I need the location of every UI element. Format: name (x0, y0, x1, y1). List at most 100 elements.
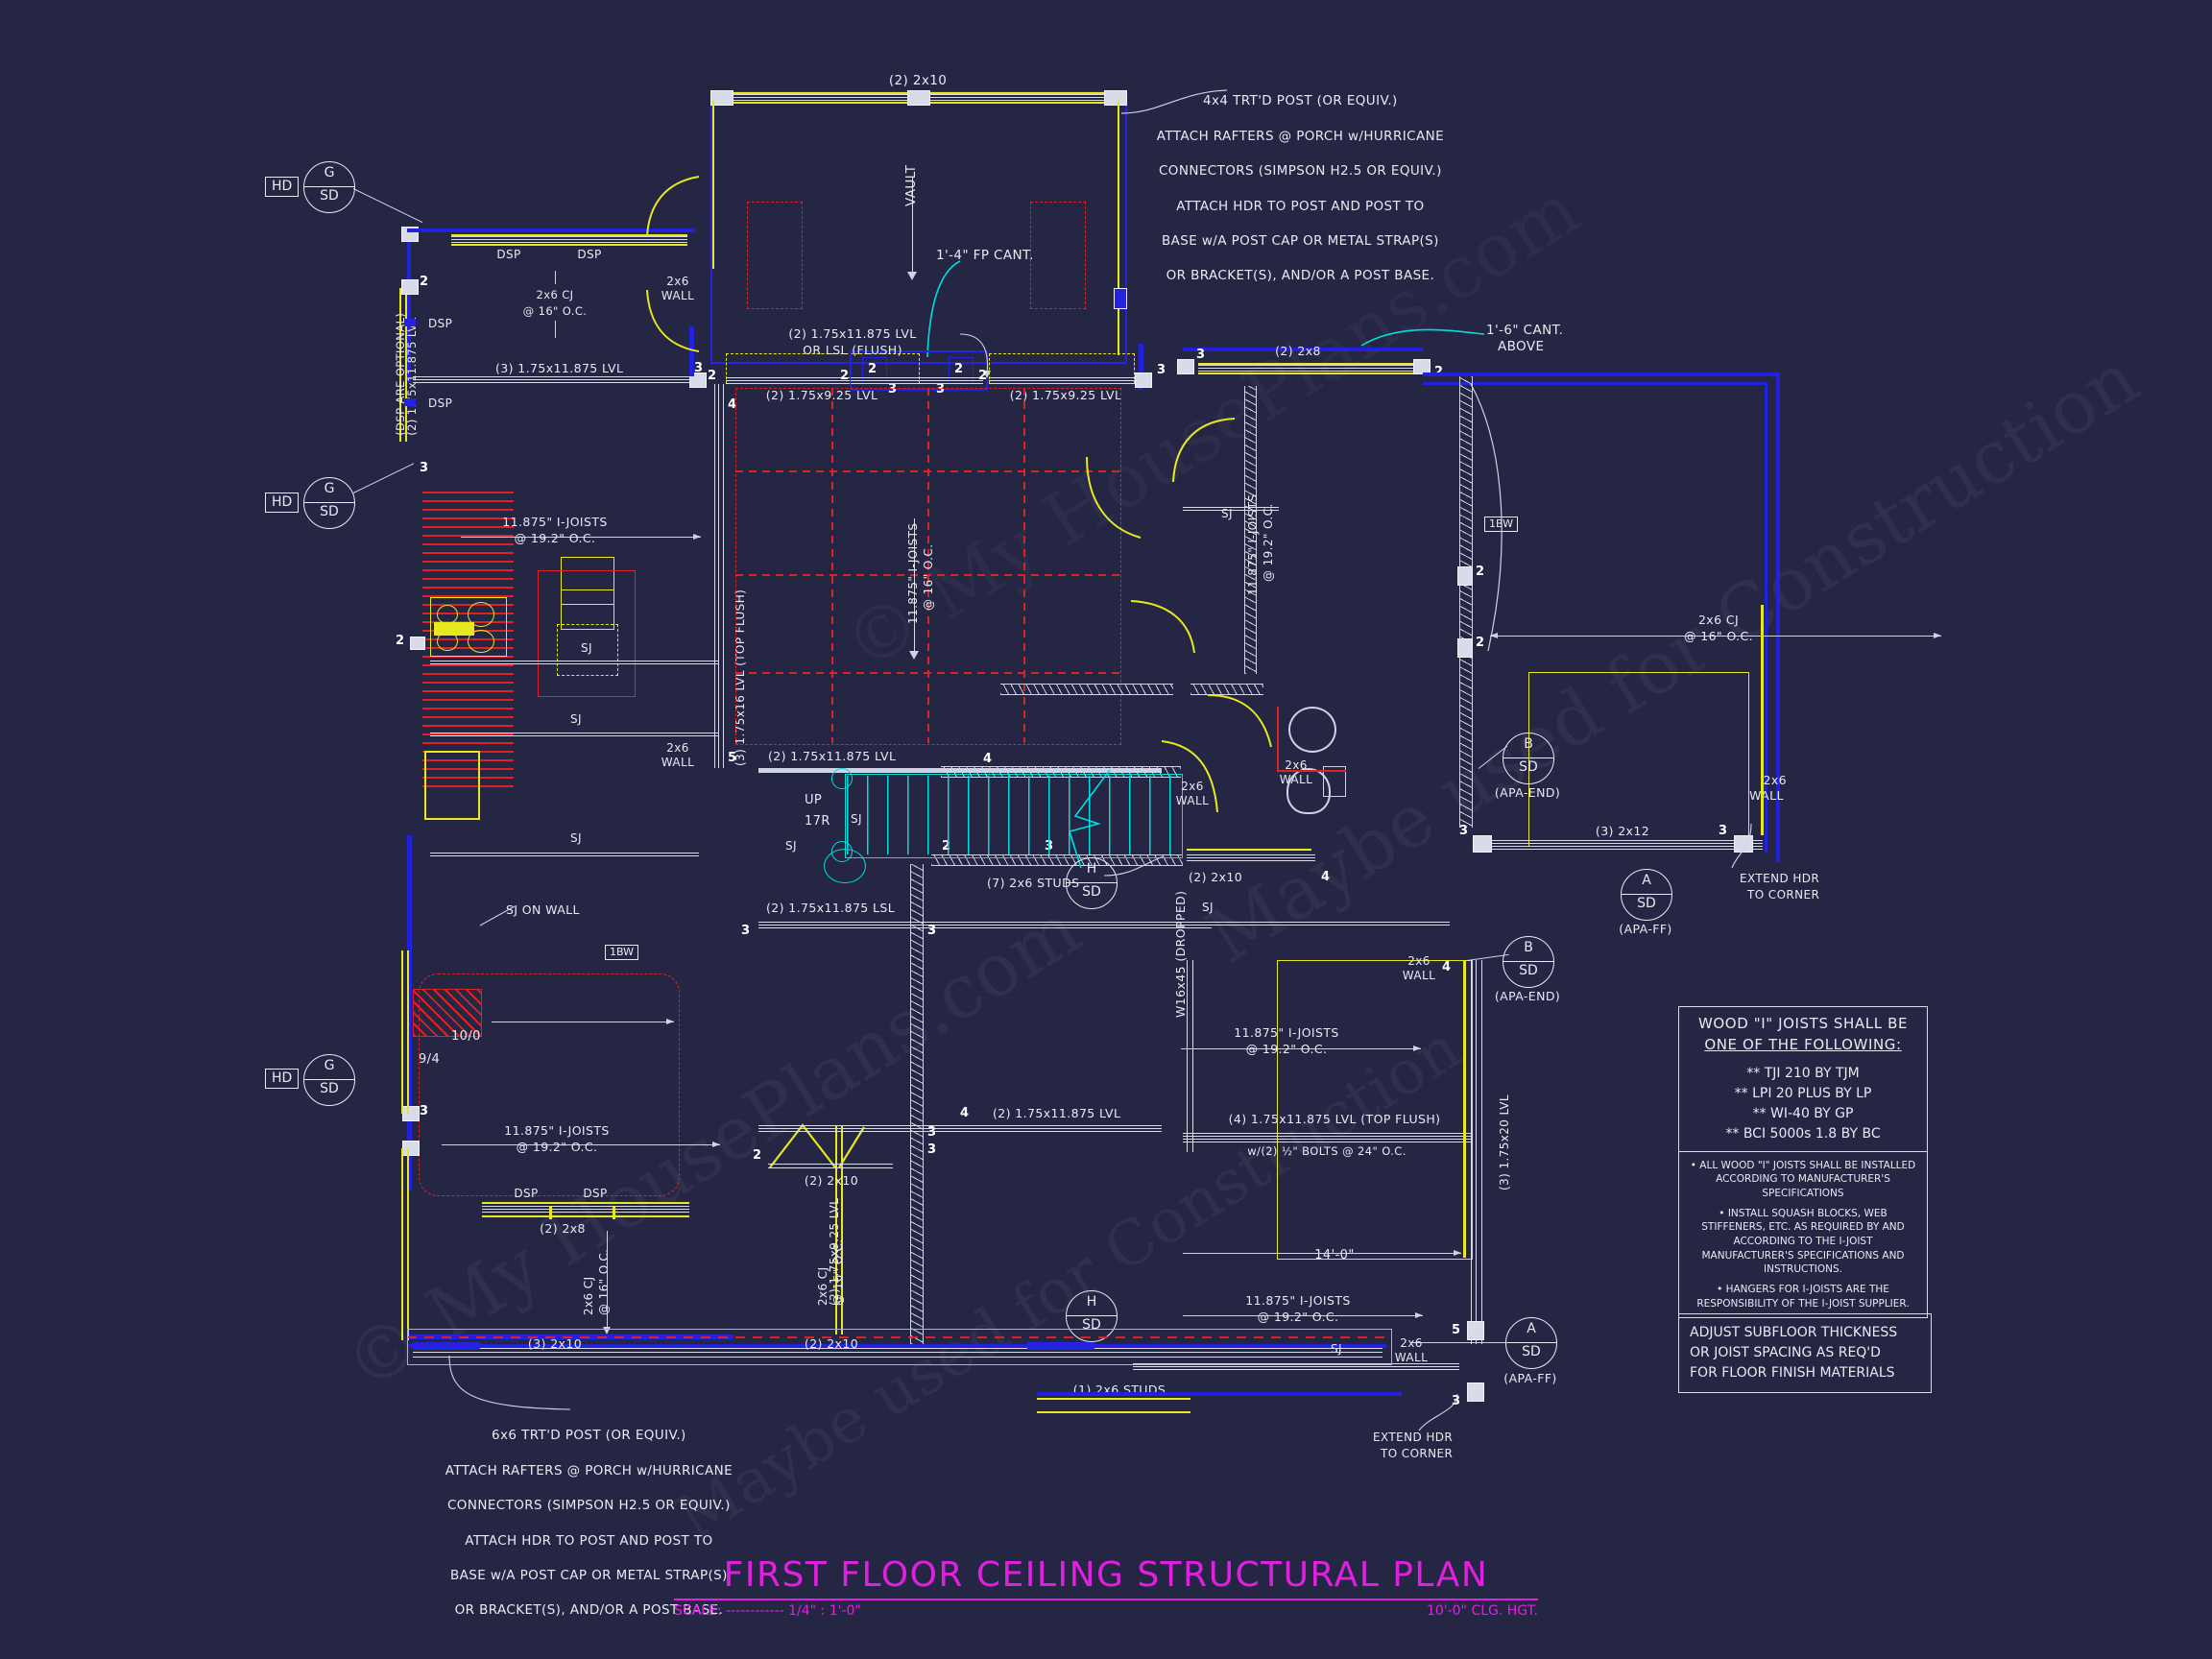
sd-bubble-h[interactable]: H SD (1066, 857, 1118, 909)
label-extend-hdr-1: EXTEND HDR (1740, 872, 1820, 885)
center-arrowhead (909, 651, 919, 660)
sd-bubble-b[interactable]: B SD (1503, 733, 1554, 784)
porch-top-l4: ATTACH HDR TO POST AND POST TO (1176, 198, 1425, 214)
label-lvl-3: (3) 1.75x11.875 LVL (495, 361, 624, 375)
bubble-bottom: SD (1519, 759, 1538, 775)
subfloor-l2: OR JOIST SPACING AS REQ'D (1690, 1345, 1881, 1360)
hd-tag[interactable]: HD (265, 177, 300, 198)
post-base (413, 1342, 480, 1350)
label-dsp: DSP (428, 317, 453, 330)
hidden-framing-line (927, 388, 929, 743)
post-marker (1135, 373, 1152, 388)
bubble-top: A (1527, 1321, 1536, 1336)
sj-row-bath (1183, 507, 1279, 511)
label-dsp-bl2: DSP (583, 1187, 608, 1200)
fireplace-hidden-left (747, 202, 803, 309)
bath-red-line (1277, 707, 1279, 772)
label-beam-2x8: (2) 2x8 (1275, 344, 1321, 358)
hd-tag[interactable]: HD (265, 1069, 300, 1090)
toilet-tank-icon (1323, 766, 1346, 797)
label-cant-above-1: 1'-6" CANT. (1486, 323, 1564, 338)
label-cj-16oc-right: @ 16" O.C. (1683, 629, 1754, 643)
bubble-bottom: SD (1522, 1344, 1541, 1359)
callout-number: 3 (1719, 824, 1728, 838)
sd-bubble-g[interactable]: G SD (303, 1054, 355, 1106)
wall-left-upper (407, 228, 411, 382)
beam-2x10-bc (768, 1164, 893, 1168)
appliance-outline (424, 751, 480, 820)
bubble-top: B (1524, 940, 1533, 955)
sd-bubble-g[interactable]: G SD (303, 161, 355, 213)
label-sj: SJ (581, 641, 592, 655)
post-marker (1467, 1321, 1484, 1340)
callout-number: 2 (753, 1148, 762, 1163)
room-outline-yellow (1528, 672, 1749, 847)
label-ijoist-lr-sp: @ 19.2" O.C. (1245, 1042, 1328, 1056)
sd-bubble-a2[interactable]: A SD (1505, 1317, 1557, 1369)
scale-label: SCALE: ------------ 1/4" : 1'-0" (674, 1603, 861, 1619)
door-swing-icon (1172, 418, 1236, 483)
post-marker (402, 1106, 420, 1121)
w16-line-b (1192, 960, 1193, 1152)
sd-bubble-a[interactable]: A SD (1621, 869, 1672, 921)
callout-number: 4 (960, 1106, 970, 1120)
beam-2x8-top-right (1198, 365, 1419, 372)
lvl-lower-left-yel3 (401, 1148, 403, 1340)
note-heading-1: WOOD "I" JOISTS SHALL BE (1697, 1015, 1909, 1032)
ibw-tag-left[interactable]: 1BW (605, 945, 639, 961)
label-cj-2x6-bc: 2x6 CJ (816, 1266, 830, 1306)
post-marker (1413, 359, 1431, 374)
cj-dim-line (555, 271, 556, 284)
label-lvl-flush-1: (2) 1.75x11.875 LVL (788, 326, 917, 341)
ijoist-run-lower-right (1181, 1046, 1421, 1051)
label-vault: VAULT (903, 164, 919, 206)
porch-hidden-line (407, 1336, 1386, 1338)
porch-top-leader (1120, 89, 1228, 114)
label-dim-10-0: 10/0 (451, 1029, 481, 1044)
hd-tag[interactable]: HD (265, 493, 300, 514)
beam-yellow (451, 234, 687, 236)
label-lvl-optional-2: (DSP ARE OPTIONAL) (380, 313, 407, 451)
sink-icon (1288, 707, 1336, 753)
ijoist-run-lower-left (442, 1142, 720, 1147)
note-bullet-2: • HANGERS FOR I-JOISTS ARE THE RESPONSIB… (1696, 1284, 1910, 1310)
beam-yellow-bl (482, 1202, 689, 1204)
label-lvl-flush-2: OR LSL (FLUSH) (803, 343, 902, 357)
studs-leader (1103, 855, 1165, 877)
beam-2x10-mid (1187, 854, 1315, 861)
sj-row-mid (1133, 922, 1450, 926)
watermark-line3: Maybe used for Construction (1191, 335, 2152, 979)
label-cj-16oc-bl: @ 16" O.C. (597, 1248, 611, 1315)
porch-top-l5: BASE w/A POST CAP OR METAL STRAP(S) (1161, 232, 1439, 249)
interior-wall-hatched (1459, 376, 1473, 828)
lvl-3-20-vertical (1471, 960, 1482, 1344)
lvl-bottom-center-yel (835, 1125, 837, 1334)
beam-925-left (726, 377, 918, 384)
sd-bubble-g[interactable]: G SD (303, 477, 355, 529)
label-extend-hdr-br1: EXTEND HDR (1373, 1431, 1454, 1444)
callout-number: 2 (420, 275, 429, 289)
page-title: FIRST FLOOR CEILING STRUCTURAL PLAN (723, 1555, 1489, 1595)
wall-right-top (1423, 373, 1780, 376)
lower-right-room (1277, 960, 1473, 1260)
label-lvl-stair-head: (2) 1.75x11.875 LVL (768, 749, 897, 763)
label-lvl-lower: (2) 1.75x11.875 LVL (993, 1106, 1121, 1120)
bubble-bottom: SD (320, 1081, 339, 1096)
label-sj: SJ (570, 831, 582, 845)
label-w16x45: W16x45 (DROPPED) (1173, 890, 1188, 1018)
hidden-framing-line (1023, 388, 1025, 743)
callout-number: 3 (927, 924, 937, 938)
note-box-subfloor: ADJUST SUBFLOOR THICKNESS OR JOIST SPACI… (1678, 1313, 1932, 1393)
label-sj: SJ (570, 712, 582, 726)
porch-bot-l6: OR BRACKET(S), AND/OR A POST BASE. (454, 1602, 724, 1619)
cj-dim-line (555, 321, 556, 338)
sj-row (430, 733, 718, 736)
bubble-top: H (1086, 1294, 1097, 1310)
sd-bubble-b2[interactable]: B SD (1503, 936, 1554, 988)
bubble-top: G (324, 1058, 335, 1073)
ijoist-run-upper-left (461, 534, 701, 540)
post-marker (410, 637, 425, 650)
